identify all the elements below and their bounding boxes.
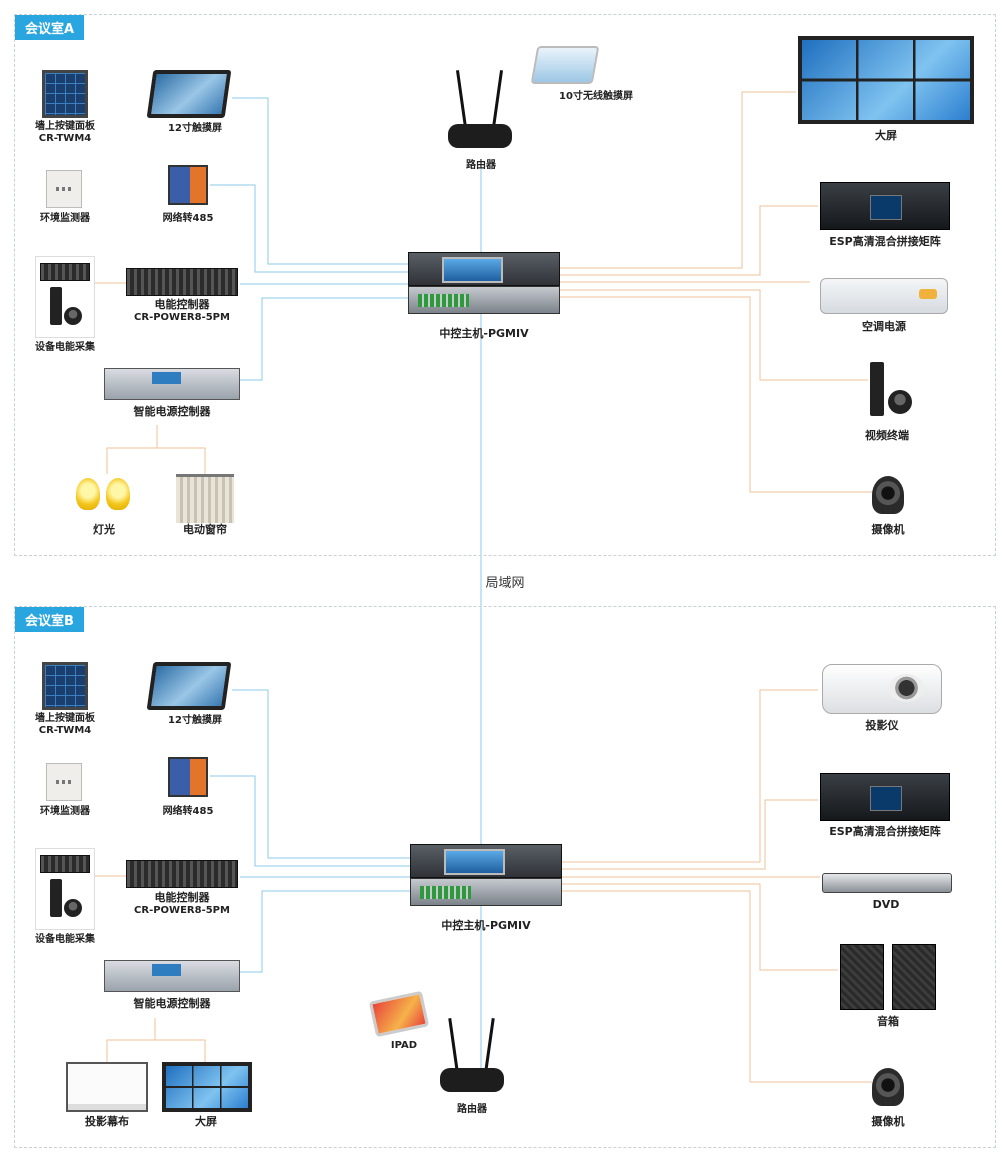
env-sensor-b-device xyxy=(46,763,82,801)
projection-screen-device xyxy=(66,1062,148,1112)
curtain-device xyxy=(176,474,234,523)
bigscreen-a-device xyxy=(798,36,974,124)
curtain-label: 电动窗帘 xyxy=(183,523,227,536)
router-b-device xyxy=(440,1018,504,1098)
power-ctrl-model: CR-POWER8-5PM xyxy=(134,312,230,323)
host-a-label: 中控主机-PGMIV xyxy=(439,327,529,340)
host-a-top xyxy=(408,252,560,286)
smart-power-b-device xyxy=(104,960,240,992)
dvd-device xyxy=(822,873,952,893)
video-terminal-label: 视频终端 xyxy=(865,429,909,442)
line-a-smartpower xyxy=(240,297,408,381)
line-a-touch12 xyxy=(232,97,408,265)
power-collect-b-device xyxy=(35,848,95,930)
room-a-tag: 会议室A xyxy=(15,15,85,40)
camera-b-label: 摄像机 xyxy=(871,1115,905,1128)
line-a-bigscreen xyxy=(560,91,796,269)
touch12-b-device xyxy=(146,662,232,710)
power-collect-label: 设备电能采集 xyxy=(35,342,95,353)
router-a-label: 路由器 xyxy=(466,160,496,171)
net485-device xyxy=(168,165,208,205)
net485-b-device xyxy=(168,757,208,797)
power-collect-device xyxy=(35,256,95,338)
wall-panel-b-model: CR-TWM4 xyxy=(38,725,92,736)
line-b-camera xyxy=(562,890,872,1083)
power-ctrl-device xyxy=(126,268,238,296)
smart-power-label: 智能电源控制器 xyxy=(133,405,211,418)
lan-label: 局域网 xyxy=(485,576,525,591)
dvd-label: DVD xyxy=(872,898,900,911)
line-a-camera xyxy=(560,296,872,493)
matrix-a-label: ESP高清混合拼接矩阵 xyxy=(829,235,941,248)
camera-b-device xyxy=(872,1068,904,1106)
wall-panel-model: CR-TWM4 xyxy=(38,133,92,144)
line-b-bigscreen xyxy=(155,1039,206,1062)
power-ctrl-b-device xyxy=(126,860,238,888)
touch12-b-label: 12寸触摸屏 xyxy=(168,715,222,726)
bigscreen-b-device xyxy=(162,1062,252,1112)
video-terminal-device xyxy=(866,362,916,418)
line-a-matrix xyxy=(560,205,818,276)
bigscreen-a-label: 大屏 xyxy=(875,129,897,142)
matrix-a-device xyxy=(820,182,950,230)
bigscreen-b-label: 大屏 xyxy=(195,1115,217,1128)
room-b-box xyxy=(14,606,996,1148)
speaker-device xyxy=(840,944,936,1010)
host-a-bottom xyxy=(408,286,560,314)
line-b-projector xyxy=(562,689,818,863)
wall-panel-label: 墙上按键面板 xyxy=(35,121,95,132)
net485-b-label: 网络转485 xyxy=(162,806,214,817)
ipad-label: IPAD xyxy=(390,1040,418,1051)
wall-panel-device xyxy=(42,70,88,118)
wall-panel-b-device xyxy=(42,662,88,710)
light-device xyxy=(72,474,136,520)
line-a-video xyxy=(560,289,868,381)
power-ctrl-b-label: 电能控制器 xyxy=(154,891,210,904)
host-b-label: 中控主机-PGMIV xyxy=(441,919,531,932)
light-label: 灯光 xyxy=(93,523,115,536)
camera-a-device xyxy=(872,476,904,514)
matrix-b-device xyxy=(820,773,950,821)
wall-panel-b-label: 墙上按键面板 xyxy=(35,713,95,724)
projection-screen-label: 投影幕布 xyxy=(85,1115,129,1128)
touch12-label: 12寸触摸屏 xyxy=(168,123,222,134)
speaker-label: 音箱 xyxy=(877,1015,899,1028)
line-b-screen xyxy=(106,1018,156,1062)
env-sensor-label: 环境监测器 xyxy=(40,213,90,224)
line-a-net485 xyxy=(210,184,408,273)
power-ctrl-b-model: CR-POWER8-5PM xyxy=(134,905,230,916)
line-a-light xyxy=(106,425,158,474)
projector-label: 投影仪 xyxy=(865,719,899,732)
line-a-curtain xyxy=(157,447,206,474)
touch12-device xyxy=(146,70,232,118)
matrix-b-label: ESP高清混合拼接矩阵 xyxy=(829,825,941,838)
env-sensor-b-label: 环境监测器 xyxy=(40,806,90,817)
env-sensor-device xyxy=(46,170,82,208)
line-b-net485 xyxy=(210,775,410,867)
ac-label: 空调电源 xyxy=(862,320,906,333)
room-a-box xyxy=(14,14,996,556)
power-ctrl-label: 电能控制器 xyxy=(154,298,210,311)
power-collect-b-label: 设备电能采集 xyxy=(35,934,95,945)
line-b-matrix xyxy=(562,799,818,870)
host-b-bottom xyxy=(410,878,562,906)
touch10-label: 10寸无线触摸屏 xyxy=(559,91,633,102)
camera-a-label: 摄像机 xyxy=(871,523,905,536)
projector-device xyxy=(822,664,942,714)
smart-power-b-label: 智能电源控制器 xyxy=(133,997,211,1010)
net485-label: 网络转485 xyxy=(162,213,214,224)
line-b-speaker xyxy=(562,883,838,971)
host-b-top xyxy=(410,844,562,878)
ac-device xyxy=(820,278,948,314)
smart-power-device xyxy=(104,368,240,400)
router-b-label: 路由器 xyxy=(457,1104,487,1115)
room-b-tag: 会议室B xyxy=(15,607,84,632)
line-b-smartpower xyxy=(240,890,410,973)
line-b-touch12 xyxy=(232,689,410,859)
router-a-device xyxy=(448,70,512,154)
touch10-device xyxy=(530,46,600,84)
